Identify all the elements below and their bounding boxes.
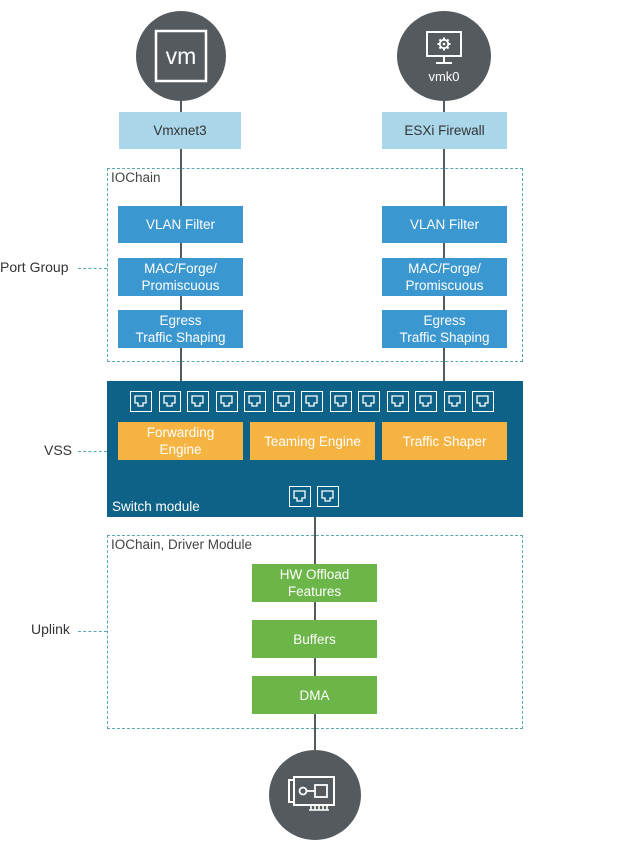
- driver-module-region: [107, 535, 523, 729]
- teaming-engine-box: Teaming Engine: [250, 422, 375, 460]
- buffers-box: Buffers: [252, 620, 377, 658]
- vss-connector: [78, 451, 107, 452]
- driver-module-label: IOChain, Driver Module: [111, 537, 253, 552]
- monitor-gear-icon: vmk0: [426, 31, 462, 84]
- switch-port-icon: [130, 391, 152, 412]
- switch-port-icon: [244, 391, 266, 412]
- switch-port-icon: [443, 391, 466, 412]
- port-group-label: Port Group: [0, 259, 69, 275]
- traffic-shaper-box: Traffic Shaper: [382, 422, 507, 460]
- switch-module-label: Switch module: [112, 499, 200, 514]
- vmxnet3-box: Vmxnet3: [119, 112, 241, 149]
- vm-endpoint: vm: [136, 11, 226, 101]
- switch-port-icon: [187, 391, 209, 412]
- nic-endpoint: [269, 750, 361, 840]
- switch-port-icon: [329, 391, 352, 412]
- switch-port-icon: [272, 391, 295, 412]
- uplink-port-icon: [317, 486, 339, 507]
- switch-port-icon: [215, 391, 238, 412]
- vm-icon: vm: [154, 29, 208, 83]
- left-mac-forge-box: MAC/Forge/ Promiscuous: [118, 258, 243, 296]
- vmk-endpoint-label: vmk0: [428, 69, 459, 84]
- uplink-connector: [78, 631, 107, 632]
- uplink-label: Uplink: [31, 621, 70, 637]
- switch-port-icon: [472, 391, 494, 412]
- uplink-port-icon: [289, 486, 311, 507]
- iochain-region: [107, 168, 523, 362]
- switch-port-icon: [415, 391, 437, 412]
- right-mac-forge-box: MAC/Forge/ Promiscuous: [382, 258, 507, 296]
- right-egress-shaping-box: Egress Traffic Shaping: [382, 310, 507, 348]
- switch-port-icon: [358, 391, 380, 412]
- right-vlan-filter-box: VLAN Filter: [382, 206, 507, 243]
- left-vlan-filter-box: VLAN Filter: [118, 206, 243, 243]
- hw-offload-box: HW Offload Features: [252, 564, 377, 602]
- switch-port-icon: [301, 391, 323, 412]
- network-card-icon: [288, 776, 335, 811]
- switch-port-icon: [386, 391, 409, 412]
- iochain-label: IOChain: [111, 170, 161, 185]
- left-egress-shaping-box: Egress Traffic Shaping: [118, 310, 243, 348]
- vss-label: VSS: [44, 442, 73, 458]
- dma-box: DMA: [252, 676, 377, 714]
- esxi-firewall-box: ESXi Firewall: [382, 112, 507, 149]
- vmk-endpoint: vmk0: [397, 11, 491, 101]
- port-group-connector: [78, 268, 107, 269]
- switch-port-icon: [158, 391, 181, 412]
- vm-endpoint-label: vm: [166, 43, 197, 69]
- forwarding-engine-box: Forwarding Engine: [118, 422, 243, 460]
